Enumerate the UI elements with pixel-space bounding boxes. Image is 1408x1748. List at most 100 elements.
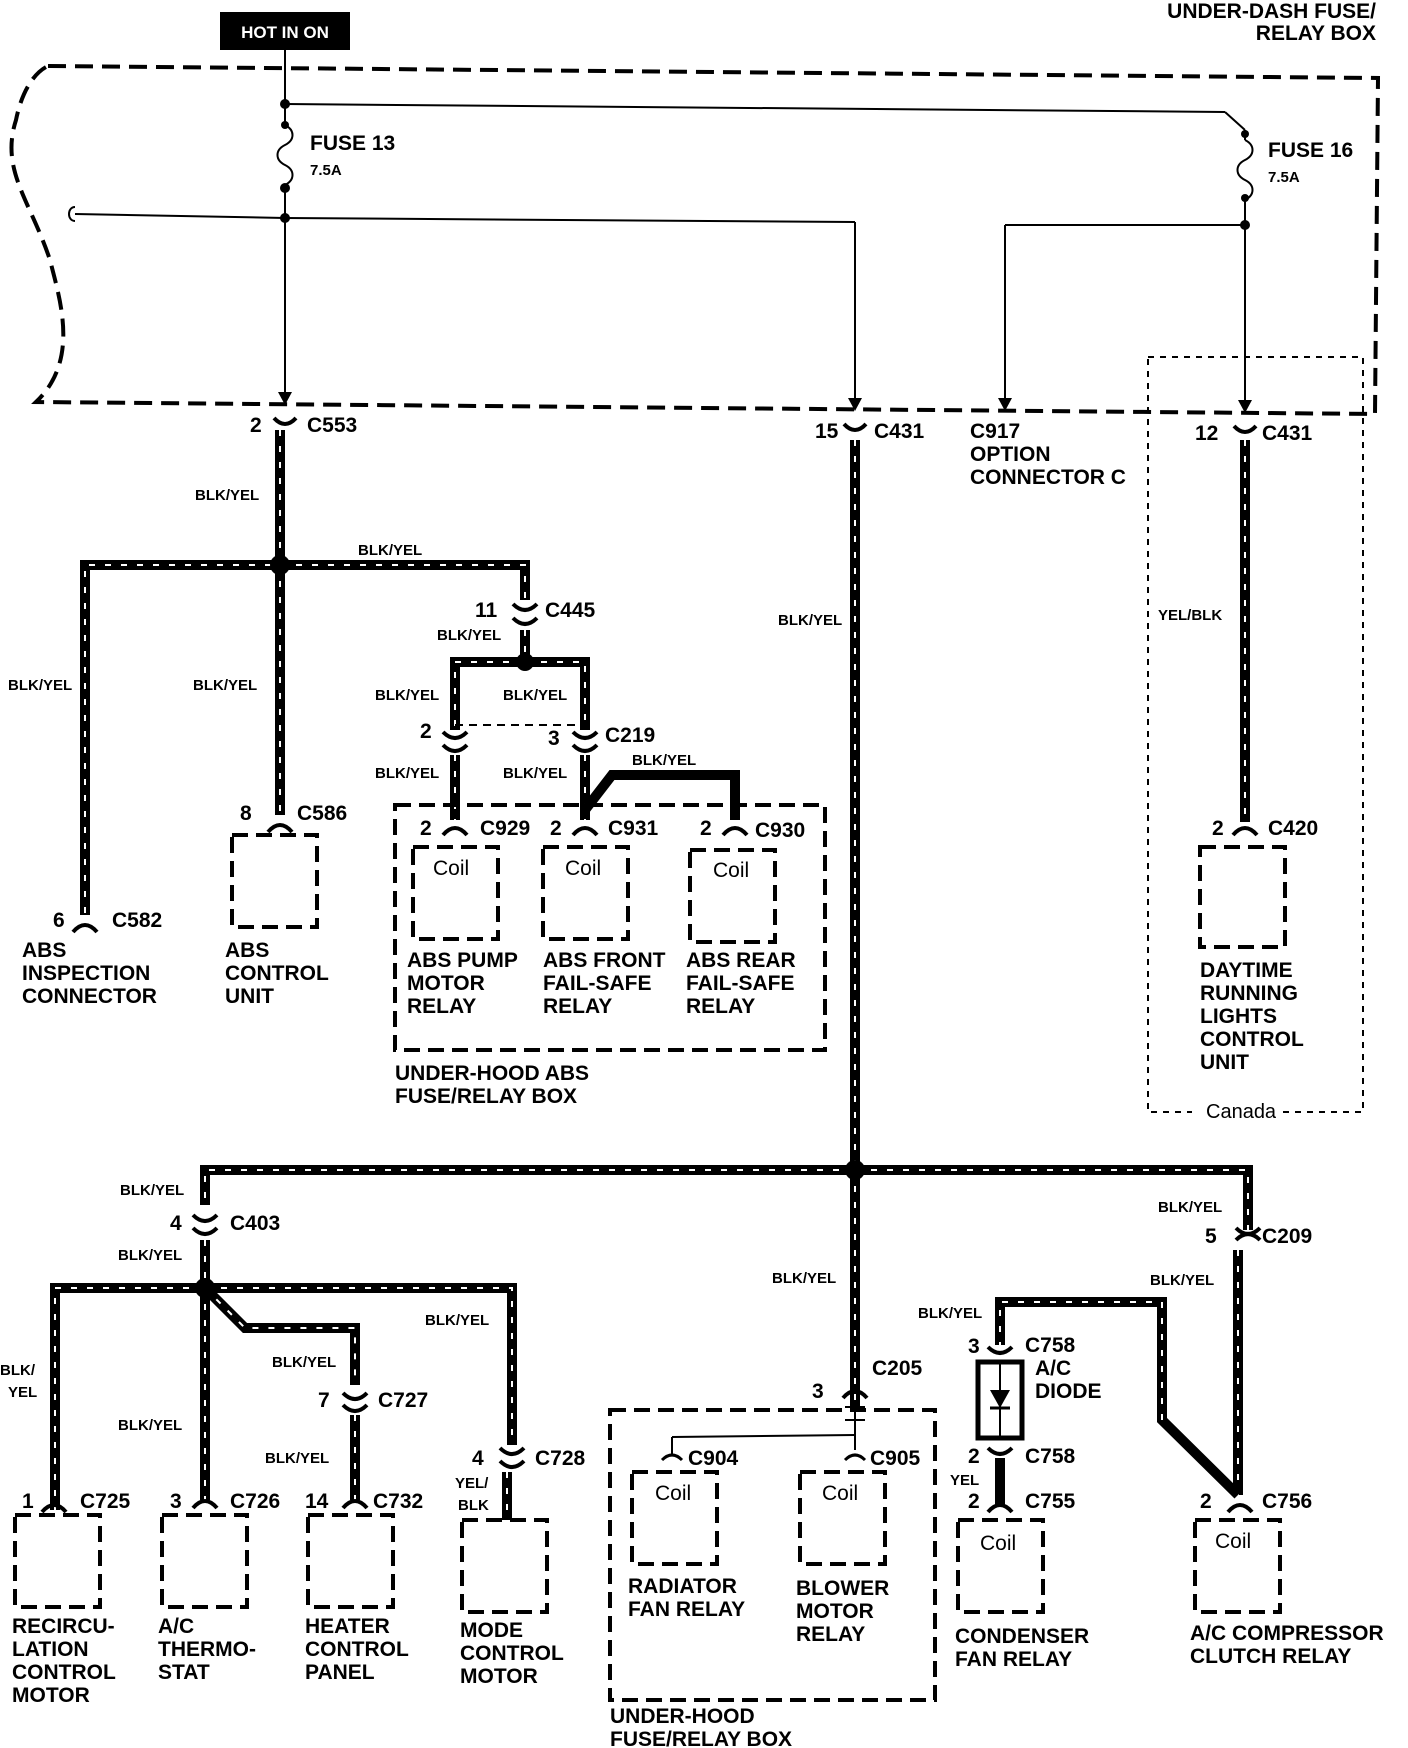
compressor-1: A/C COMPRESSOR [1190,1622,1384,1645]
c219b-pin: 3 [548,727,560,750]
mode-2: CONTROL [460,1642,564,1665]
heater-2: CONTROL [305,1638,409,1661]
c930-pin: 2 [700,817,712,840]
c403-label: C403 [230,1212,280,1235]
c725-label: C725 [80,1490,131,1513]
wire-blk-yel-4: BLK/YEL [193,677,257,694]
abs-front-2: FAIL-SAFE [543,972,652,995]
heater-panel-box [306,1513,395,1609]
mode-motor-box [460,1518,549,1614]
blower-3: RELAY [796,1623,865,1646]
blower-coil-box [798,1470,887,1566]
abs-box-title-1: UNDER-HOOD ABS [395,1062,589,1085]
c445-pin: 11 [475,599,498,622]
drl-2: RUNNING [1200,982,1298,1005]
fuse-13-name: FUSE 13 [310,132,395,155]
abs-control-unit-box [230,833,319,929]
abs-rear-coil: Coil [713,859,749,882]
abs-rear-1: ABS REAR [686,949,796,972]
radiator-2: FAN RELAY [628,1598,745,1621]
c586-pin: 8 [240,802,252,825]
compressor-coil-box [1193,1518,1282,1614]
condenser-coil: Coil [980,1532,1016,1555]
c205-label: C205 [872,1357,923,1380]
c445-label: C445 [545,599,596,622]
wire-blk-yel-9: BLK/YEL [375,765,439,782]
drl-unit-box [1198,845,1287,949]
thermo-1: A/C [158,1615,194,1638]
c725-pin: 1 [22,1490,34,1513]
blower-1: BLOWER [796,1577,889,1600]
canada-label: Canada [1206,1101,1277,1123]
c727-pin: 7 [318,1389,330,1412]
condenser-2: FAN RELAY [955,1648,1072,1671]
c905-label: C905 [870,1447,921,1470]
abs-pump-1: ABS PUMP [407,949,518,972]
recirc-1: RECIRCU- [12,1615,115,1638]
wire-yel-2: YEL/ [455,1475,489,1492]
c756-pin: 2 [1200,1490,1212,1513]
abs-front-1: ABS FRONT [543,949,666,972]
recirc-motor-box [13,1513,102,1609]
wire-blk-yel-8: BLK/YEL [632,752,696,769]
fuse-13-rating: 7.5A [310,162,342,179]
blower-2: MOTOR [796,1600,874,1623]
abs-rear-3: RELAY [686,995,755,1018]
under-hood-box [608,1408,937,1702]
wire-blk-yel-20: BLK/YEL [1150,1272,1214,1289]
c727-label: C727 [378,1389,428,1412]
c758a-label: C758 [1025,1334,1076,1357]
c732-pin: 14 [305,1490,329,1513]
drl-5: UNIT [1200,1051,1249,1074]
canada-box [1147,356,1364,1113]
hot-in-on-badge [220,12,350,50]
mode-1: MODE [460,1619,523,1642]
c758b-label: C758 [1025,1445,1076,1468]
wire-blk-yel-14: BLK/YEL [772,1270,836,1287]
drl-1: DAYTIME [1200,959,1293,982]
abs-pump-3: RELAY [407,995,476,1018]
c420-label: C420 [1268,817,1318,840]
c758b-pin: 2 [968,1445,980,1468]
radiator-coil-box [630,1470,719,1566]
c931-pin: 2 [550,817,562,840]
wire-yel-1: YEL [8,1384,37,1401]
wire-blk-yel-7: BLK/YEL [503,687,567,704]
c420-pin: 2 [1212,817,1224,840]
wire-blk-yel-3: BLK/YEL [8,677,72,694]
c728-pin: 4 [472,1447,484,1470]
wire-blk-yel-17: BLK/YEL [425,1312,489,1329]
wire-yel-blk-1: YEL/BLK [1158,607,1222,624]
c582-pin: 6 [53,909,65,932]
option-connector-1: OPTION [970,443,1051,466]
recirc-3: CONTROL [12,1661,116,1684]
underdash-box-title-1: UNDER-DASH FUSE/ [1167,0,1376,23]
wire-blk-yel-16: BLK/YEL [118,1417,182,1434]
c431a-pin: 15 [815,420,839,443]
abs-rear-coil-box [688,848,777,944]
abs-control-2: CONTROL [225,962,329,985]
c431a-label: C431 [874,420,925,443]
abs-control-1: ABS [225,939,269,962]
wire-blk-yel-2: BLK/YEL [358,542,422,559]
radiator-coil: Coil [655,1482,691,1505]
abs-front-coil-box [541,845,630,941]
radiator-1: RADIATOR [628,1575,737,1598]
abs-rear-2: FAIL-SAFE [686,972,795,995]
mode-3: MOTOR [460,1665,538,1688]
c930-label: C930 [755,819,805,842]
wire-blk-yel-10: BLK/YEL [503,765,567,782]
condenser-1: CONDENSER [955,1625,1089,1648]
uh-box-title-1: UNDER-HOOD [610,1705,755,1728]
thermo-3: STAT [158,1661,210,1684]
abs-inspection-1: ABS [22,939,66,962]
underdash-box-title-2: RELAY BOX [1256,22,1376,45]
abs-pump-coil-box [411,845,500,941]
diode-2: DIODE [1035,1380,1102,1403]
c209-label: C209 [1262,1225,1312,1248]
wire-blk-2: BLK [458,1497,489,1514]
compressor-2: CLUTCH RELAY [1190,1645,1351,1668]
abs-box-title-2: FUSE/RELAY BOX [395,1085,577,1108]
wire-blk-yel-12: BLK/YEL [120,1182,184,1199]
